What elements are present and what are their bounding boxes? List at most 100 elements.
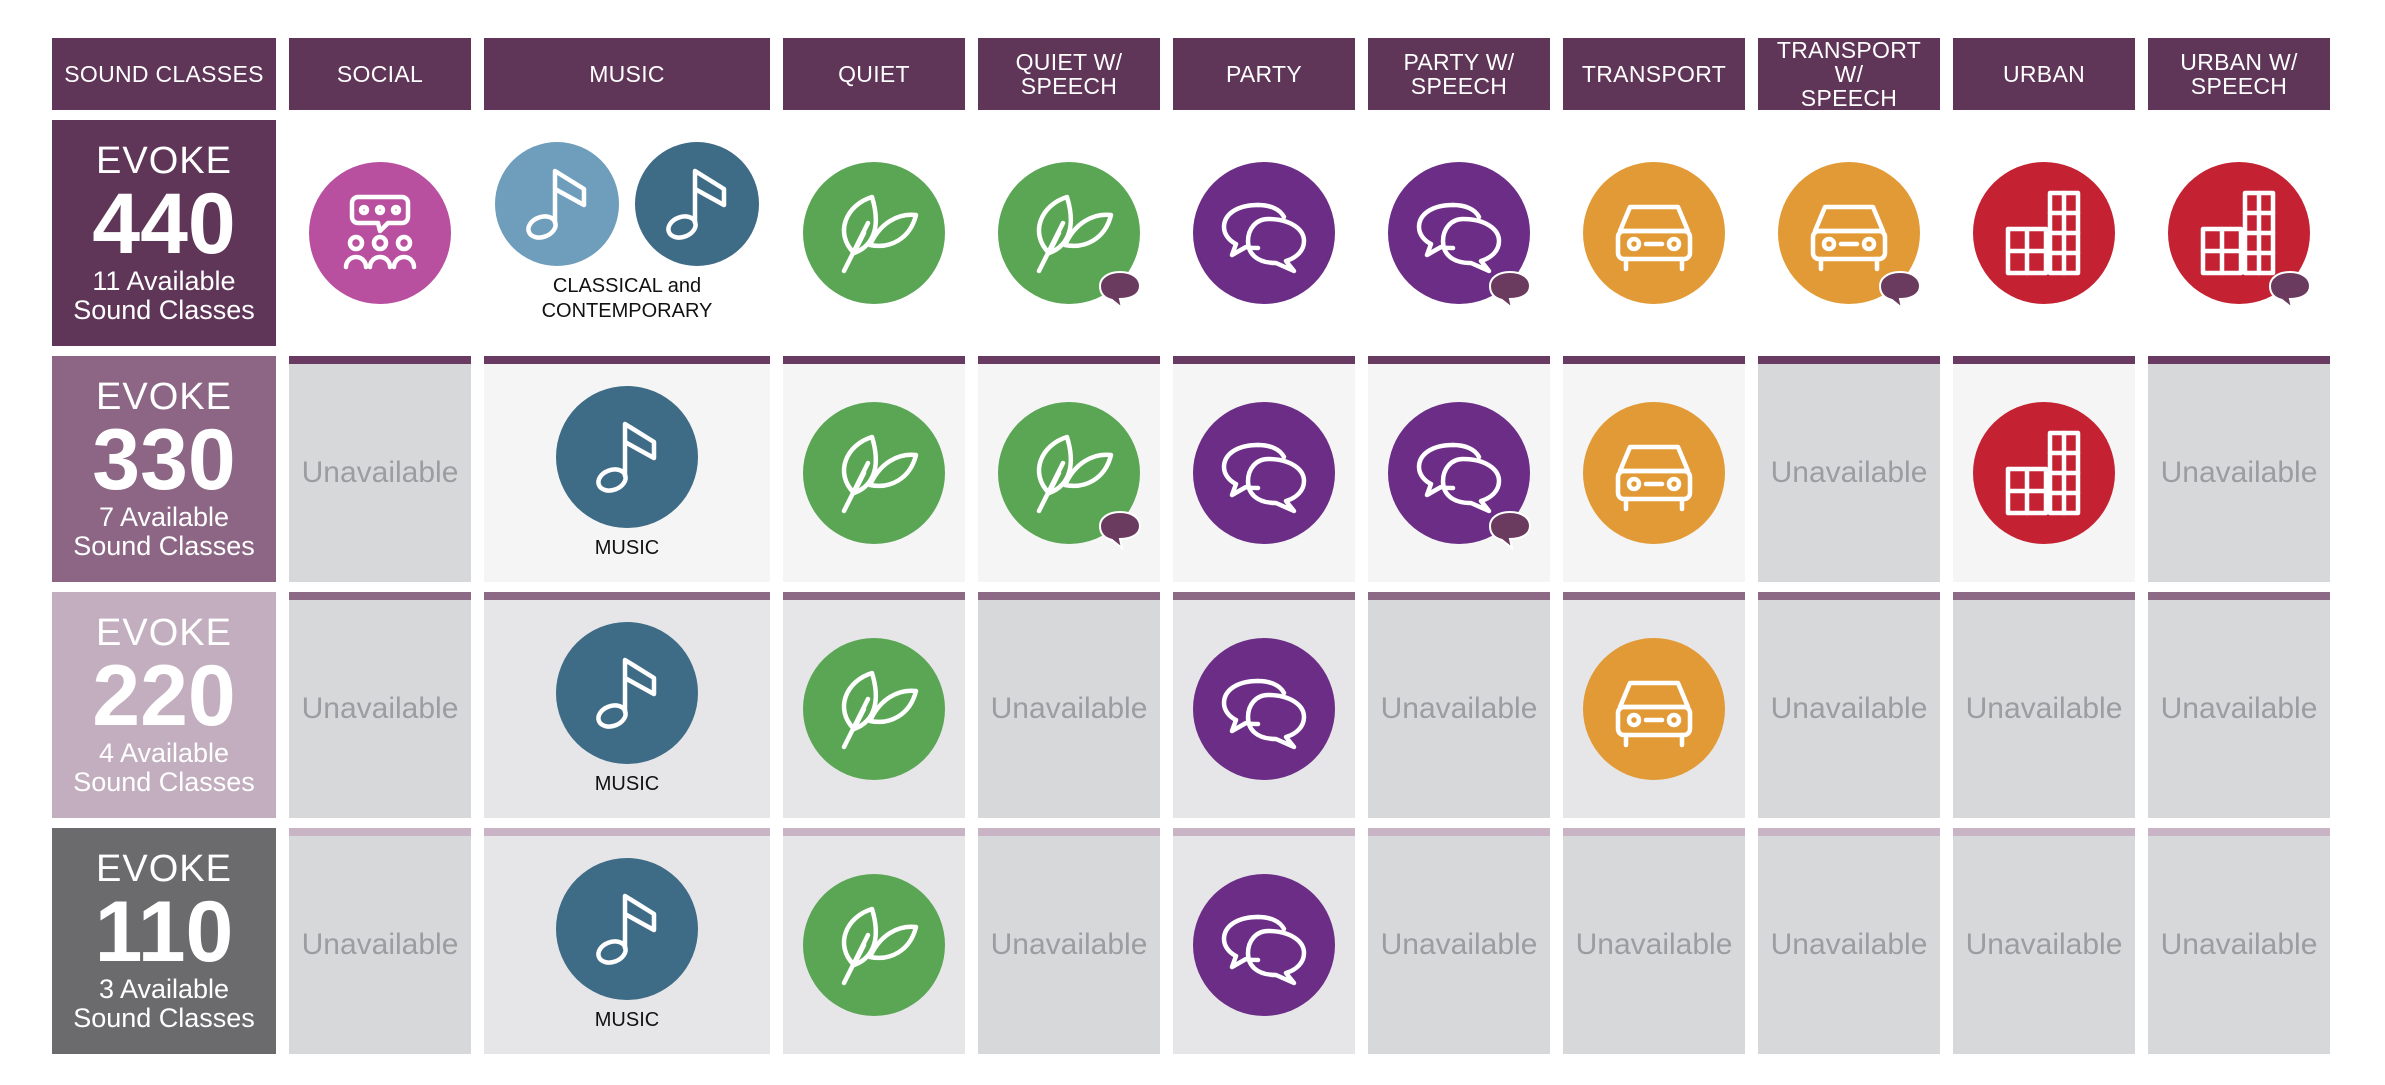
transport-icon [1797,181,1901,285]
cell-440-urban [2148,120,2330,346]
cell-330-unavailable: Unavailable [2148,356,2330,582]
column-header-sound-classes: SOUND CLASSES [52,38,276,110]
quiet-icon [1019,183,1119,283]
cell-440-quiet [978,120,1160,346]
music-contemporary-circle [635,142,759,266]
cell-110-unavailable: Unavailable [1563,828,1745,1054]
brand-label: EVOKE [96,140,232,182]
column-header-party-w-speech: PARTY W/ SPEECH [1368,38,1550,110]
row-header-evoke-330: EVOKE 330 7 Available Sound Classes [52,356,276,582]
cell-220-quiet [783,592,965,818]
unavailable-label: Unavailable [301,692,459,725]
party-circle [1193,162,1335,304]
column-header-transport-w-speech: TRANSPORT W/ SPEECH [1758,38,1940,110]
cell-110-unavailable: Unavailable [289,828,471,1054]
unavailable-label: Unavailable [1770,692,1928,725]
row-header-evoke-440: EVOKE 440 11 Available Sound Classes [52,120,276,346]
quiet-circle [803,638,945,780]
quiet-circle [998,162,1142,310]
speech-bubble-icon [1488,270,1532,310]
cell-220-unavailable: Unavailable [978,592,1160,818]
urban-circle [1973,162,2115,304]
transport-circle [1778,162,1922,310]
speech-bubble-icon [1878,270,1922,310]
cell-440-quiet [783,120,965,346]
speech-bubble-icon [1098,510,1142,550]
cell-330-unavailable: Unavailable [289,356,471,582]
cell-330-urban [1953,356,2135,582]
music-classical-circle [495,142,619,266]
music-icon [584,414,670,500]
column-header-music: MUSIC [484,38,770,110]
quiet-icon [1019,423,1119,523]
urban-icon [2189,183,2289,283]
model-number: 440 [92,176,236,272]
cell-110-unavailable: Unavailable [1368,828,1550,1054]
row-header-evoke-110: EVOKE 110 3 Available Sound Classes [52,828,276,1054]
cell-220-unavailable: Unavailable [1953,592,2135,818]
cell-440-urban [1953,120,2135,346]
party-circle [1193,402,1335,544]
cell-220-transport [1563,592,1745,818]
unavailable-label: Unavailable [1575,928,1733,961]
music-circle [556,857,698,1000]
music-classical-icon [514,161,600,247]
cell-220-music: MUSIC [484,592,770,818]
model-number: 110 [94,884,234,980]
column-header-party: PARTY [1173,38,1355,110]
cell-110-quiet [783,828,965,1054]
music-circle [556,385,698,528]
column-header-urban-w-speech: URBAN W/ SPEECH [2148,38,2330,110]
cell-110-unavailable: Unavailable [1758,828,1940,1054]
quiet-icon [824,183,924,283]
unavailable-label: Unavailable [2160,928,2318,961]
music-icon [584,886,670,972]
unavailable-label: Unavailable [1380,928,1538,961]
column-header-quiet: QUIET [783,38,965,110]
unavailable-label: Unavailable [301,456,459,489]
quiet-icon [824,423,924,523]
cell-440-social [289,120,471,346]
cell-440-transport [1563,120,1745,346]
column-header-transport: TRANSPORT [1563,38,1745,110]
party-circle [1388,402,1532,550]
urban-circle [2168,162,2312,310]
brand-label: EVOKE [96,612,232,654]
party-circle [1388,162,1532,310]
cell-110-music: MUSIC [484,828,770,1054]
available-count: 4 Available Sound Classes [73,738,255,797]
cell-330-party [1173,356,1355,582]
available-count: 3 Available Sound Classes [73,974,255,1033]
quiet-icon [824,895,924,995]
cell-330-unavailable: Unavailable [1758,356,1940,582]
transport-circle [1583,638,1725,780]
available-count: 7 Available Sound Classes [73,502,255,561]
cell-220-unavailable: Unavailable [289,592,471,818]
cell-440-transport [1758,120,1940,346]
brand-label: EVOKE [96,376,232,418]
social-icon [334,187,426,279]
transport-circle [1583,402,1725,544]
party-icon [1212,657,1316,761]
model-number: 330 [92,412,236,508]
cell-330-quiet [978,356,1160,582]
urban-icon [1994,423,2094,523]
unavailable-label: Unavailable [1965,692,2123,725]
unavailable-label: Unavailable [301,928,459,961]
cell-330-music: MUSIC [484,356,770,582]
party-icon [1407,421,1511,525]
music-caption: MUSIC [594,772,660,795]
unavailable-label: Unavailable [2160,692,2318,725]
row-header-evoke-220: EVOKE 220 4 Available Sound Classes [52,592,276,818]
quiet-circle [803,402,945,544]
music-caption: MUSIC [594,536,660,559]
cell-330-party [1368,356,1550,582]
party-icon [1212,893,1316,997]
brand-label: EVOKE [96,848,232,890]
party-icon [1212,181,1316,285]
transport-icon [1602,421,1706,525]
column-header-urban: URBAN [1953,38,2135,110]
cell-440-party [1368,120,1550,346]
cell-220-unavailable: Unavailable [1368,592,1550,818]
